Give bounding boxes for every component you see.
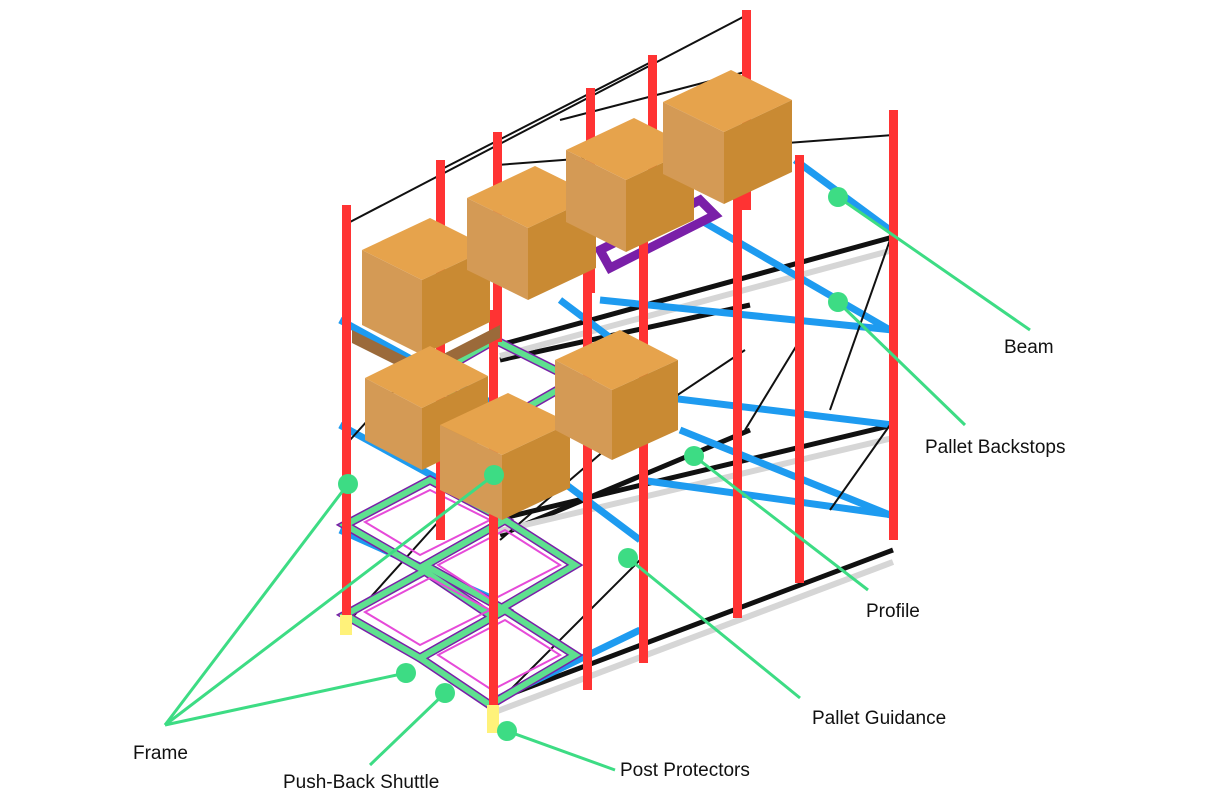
callout-dot-push-back-shuttle [435, 683, 455, 703]
callout-dot-frame-2 [484, 465, 504, 485]
label-pallet-backstops: Pallet Backstops [925, 437, 1065, 459]
callout-dot-post-protectors [497, 721, 517, 741]
label-beam: Beam [1004, 337, 1054, 359]
callout-dot-pallet-guidance [618, 548, 638, 568]
label-profile: Profile [866, 601, 920, 623]
post-protectors [340, 615, 499, 733]
callout-dot-frame-3 [396, 663, 416, 683]
label-push-back-shuttle: Push-Back Shuttle [283, 772, 439, 794]
callout-dot-beam [828, 187, 848, 207]
callout-lines [165, 197, 1030, 770]
callout-dot-pallet-backstops [828, 292, 848, 312]
label-pallet-guidance: Pallet Guidance [812, 708, 946, 730]
label-frame: Frame [133, 743, 188, 765]
label-post-protectors: Post Protectors [620, 760, 750, 782]
callout-dot-profile [684, 446, 704, 466]
callout-dot-frame-1 [338, 474, 358, 494]
